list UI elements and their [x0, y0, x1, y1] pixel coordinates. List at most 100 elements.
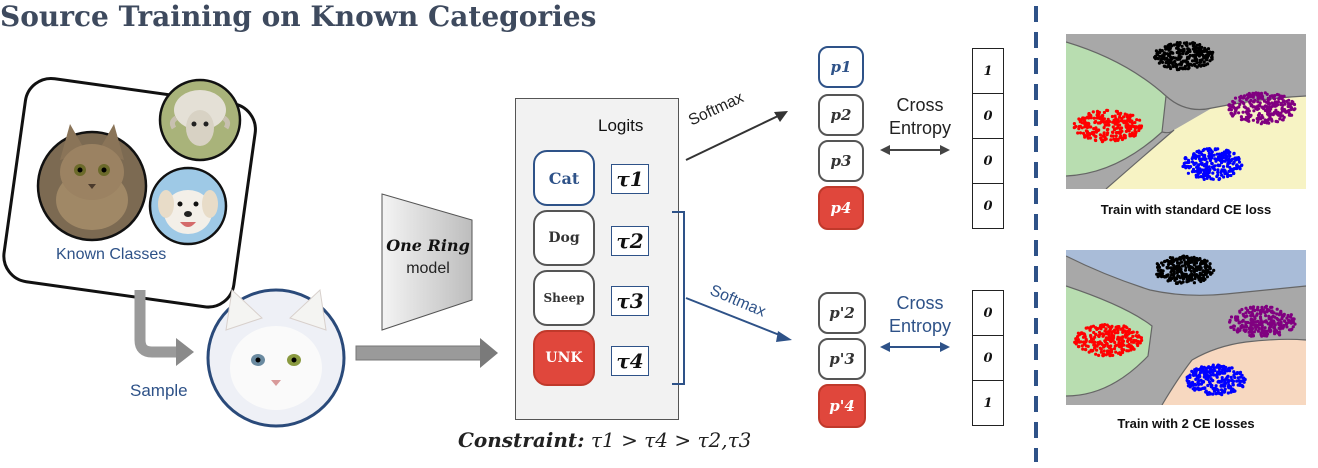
scatter-point [1223, 387, 1227, 391]
scatter-point [1206, 383, 1210, 388]
scatter-point [1174, 266, 1178, 270]
scatter-point [1171, 263, 1175, 267]
scatter-point [1270, 104, 1274, 108]
scatter-point [1199, 382, 1203, 386]
scatter-point [1194, 156, 1198, 160]
scatter-point [1106, 108, 1110, 113]
scatter-point [1203, 386, 1207, 390]
scatter-point [1131, 113, 1135, 117]
scatter-point [1220, 393, 1224, 397]
scatter-point [1113, 118, 1117, 122]
scatter-point [1076, 338, 1080, 342]
scatter-point [1177, 274, 1181, 279]
scatter-point [1118, 127, 1122, 131]
scatter-point [1270, 119, 1274, 123]
scatter-point [1102, 120, 1106, 124]
scatter-point [1199, 378, 1203, 382]
scatter-point [1170, 61, 1174, 65]
scatter-point [1125, 119, 1129, 123]
scatter-point [1210, 162, 1214, 166]
scatter-point [1285, 325, 1289, 329]
scatter-point [1113, 114, 1117, 118]
scatter-point [1170, 276, 1174, 281]
scatter-point [1248, 328, 1253, 332]
scatter-point [1112, 137, 1116, 141]
scatter-point [1089, 114, 1093, 118]
scatter-point [1183, 263, 1187, 267]
scatter-point [1235, 379, 1239, 383]
scatter-point [1244, 328, 1248, 332]
scatter-point [1121, 329, 1125, 333]
scatter-point [1187, 48, 1192, 52]
scatter-point [1192, 372, 1196, 376]
scatter-point [1266, 96, 1270, 100]
cat-image-icon [36, 124, 148, 242]
scatter-point [1200, 262, 1204, 266]
scatter-point [1278, 117, 1282, 121]
scatter-point [1273, 97, 1277, 101]
scatter-point [1117, 344, 1121, 348]
scatter-point [1109, 336, 1114, 340]
scatter-point [1239, 118, 1244, 122]
scatter-point [1128, 113, 1133, 117]
scatter-point [1223, 169, 1227, 173]
scatter-point [1232, 160, 1236, 164]
scatter-point [1139, 125, 1143, 130]
scatter-point [1090, 340, 1094, 344]
scatter-point [1277, 97, 1281, 101]
scatter-point [1230, 366, 1234, 370]
scatter-point [1195, 61, 1199, 65]
scatter-point [1178, 52, 1182, 56]
target-top-0: 1 [972, 48, 1004, 94]
scatter-point [1239, 94, 1243, 98]
scatter-point [1183, 268, 1188, 272]
panel-caption-two-losses: Train with 2 CE losses [1117, 416, 1255, 431]
scatter-point [1286, 104, 1290, 109]
scatter-point [1186, 384, 1190, 388]
scatter-point [1221, 368, 1225, 372]
scatter-point [1209, 383, 1214, 387]
scatter-point [1267, 308, 1271, 312]
scatter-point [1217, 164, 1221, 168]
scatter-point [1252, 330, 1256, 334]
scatter-point [1098, 346, 1102, 350]
scatter-point [1091, 337, 1095, 341]
scatter-point [1194, 161, 1198, 165]
scatter-point [1202, 60, 1206, 64]
scatter-point [1260, 329, 1264, 333]
scatter-point [1077, 127, 1081, 131]
scatter-point [1256, 329, 1260, 333]
scatter-point [1205, 176, 1209, 180]
scatter-point [1185, 50, 1190, 54]
scatter-point [1247, 94, 1252, 98]
scatter-point [1217, 369, 1221, 373]
cross-entropy-bottom-line2: Entropy [888, 316, 952, 336]
scatter-point [1181, 52, 1185, 56]
scatter-point [1169, 56, 1173, 60]
scatter-point [1158, 50, 1162, 55]
scatter-point [1201, 148, 1205, 153]
scatter-point [1192, 62, 1196, 66]
scatter-point [1092, 116, 1096, 120]
target-bottom-2: 1 [972, 380, 1004, 426]
scatter-point [1173, 59, 1177, 64]
scatter-point [1218, 177, 1222, 181]
scatter-point [1281, 108, 1285, 113]
scatter-point [1232, 101, 1237, 105]
scatter-point [1102, 132, 1106, 136]
scatter-point [1270, 305, 1274, 309]
scatter-point [1283, 319, 1287, 323]
scatter-point [1257, 326, 1261, 331]
scatter-point [1256, 107, 1261, 111]
scatter-point [1272, 325, 1277, 330]
scatter-point [1103, 135, 1107, 139]
scatter-point [1240, 323, 1244, 327]
scatter-point [1252, 109, 1256, 113]
scatter-point [1167, 48, 1171, 52]
scatter-point [1253, 105, 1257, 109]
scatter-point [1216, 363, 1220, 367]
scatter-point [1162, 64, 1166, 68]
scatter-point [1188, 42, 1192, 46]
scatter-point [1163, 45, 1167, 49]
scatter-point [1255, 324, 1259, 329]
